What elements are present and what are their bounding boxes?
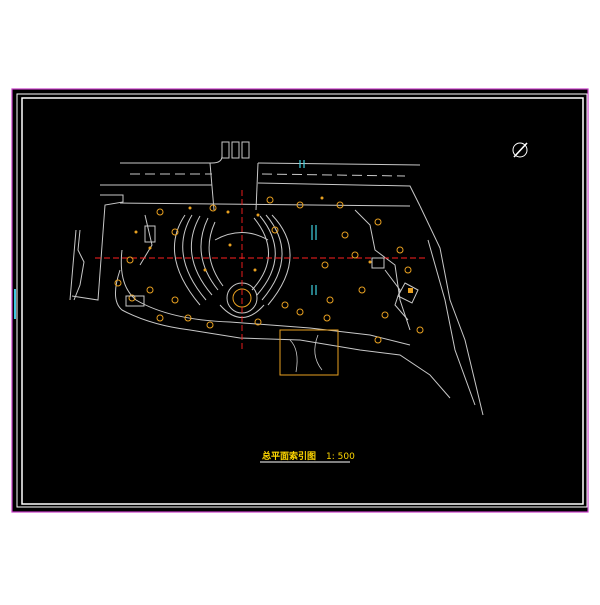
drawing-title: 总平面索引图 <box>262 450 316 462</box>
north-arrow-icon <box>512 142 528 158</box>
road-linework <box>100 141 421 211</box>
axis-lines <box>95 190 425 350</box>
amphitheater-right <box>251 214 291 306</box>
entrance-plaza <box>279 329 339 376</box>
pavilion <box>397 282 419 304</box>
drawing-frame-inner <box>21 97 584 505</box>
sheet-edge-marker <box>14 289 16 319</box>
central-plaza <box>214 232 269 318</box>
amphitheater-left <box>173 214 224 306</box>
building-blocks <box>125 225 385 307</box>
tree-dots <box>134 196 372 272</box>
sheet-border <box>11 88 589 513</box>
tree-symbols <box>114 196 424 344</box>
water-marks <box>299 160 317 295</box>
drawing-frame-outer <box>16 93 588 508</box>
drawing-scale: 1: 500 <box>326 452 355 462</box>
drawing-title-block: 总平面索引图 1: 500 <box>260 450 355 463</box>
site-boundary <box>69 194 484 416</box>
